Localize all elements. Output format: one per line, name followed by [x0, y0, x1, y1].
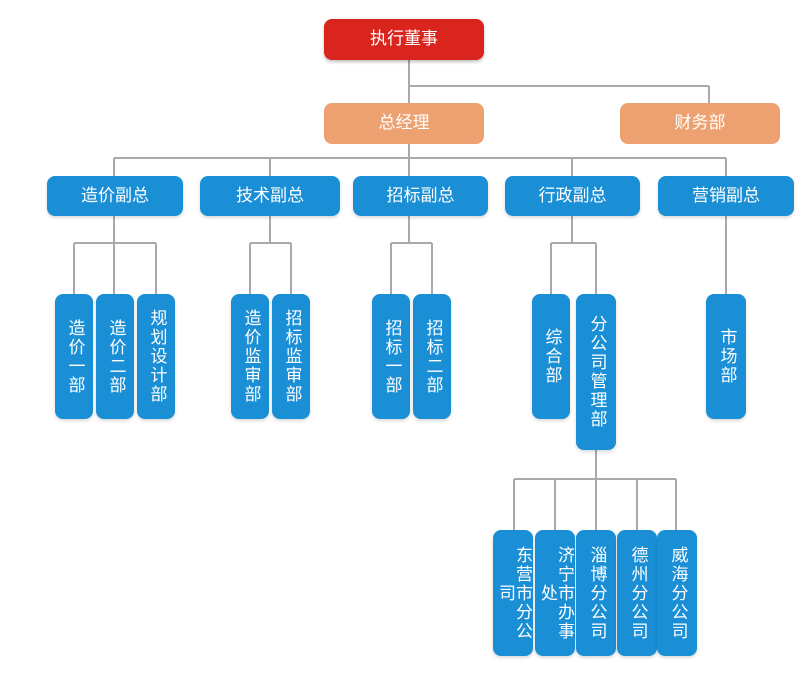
dept-general-affairs: 综合部	[532, 294, 570, 419]
executive-director-box: 执行董事	[324, 19, 484, 60]
branch-weihai: 威海分公司	[657, 530, 697, 656]
dept-bid-2: 招标二部	[413, 294, 451, 419]
branch-dongying: 东营市分公司	[493, 530, 533, 656]
finance-department-box: 财务部	[620, 103, 780, 144]
branch-jining: 济宁市办事处	[535, 530, 575, 656]
dept-cost-1: 造价一部	[55, 294, 93, 419]
vp-cost-box: 造价副总	[47, 176, 183, 216]
dept-market: 市场部	[706, 294, 746, 419]
general-manager-box: 总经理	[324, 103, 484, 144]
branch-zibo: 淄博分公司	[576, 530, 616, 656]
vp-marketing-box: 营销副总	[658, 176, 794, 216]
dept-branch-management: 分公司管理部	[576, 294, 616, 450]
vp-admin-box: 行政副总	[505, 176, 640, 216]
vp-bidding-box: 招标副总	[353, 176, 488, 216]
dept-planning-design: 规划设计部	[137, 294, 175, 419]
dept-cost-audit: 造价监审部	[231, 294, 269, 419]
dept-cost-2: 造价二部	[96, 294, 134, 419]
dept-bid-audit: 招标监审部	[272, 294, 310, 419]
dept-bid-1: 招标一部	[372, 294, 410, 419]
vp-tech-box: 技术副总	[200, 176, 340, 216]
branch-dezhou: 德州分公司	[617, 530, 657, 656]
